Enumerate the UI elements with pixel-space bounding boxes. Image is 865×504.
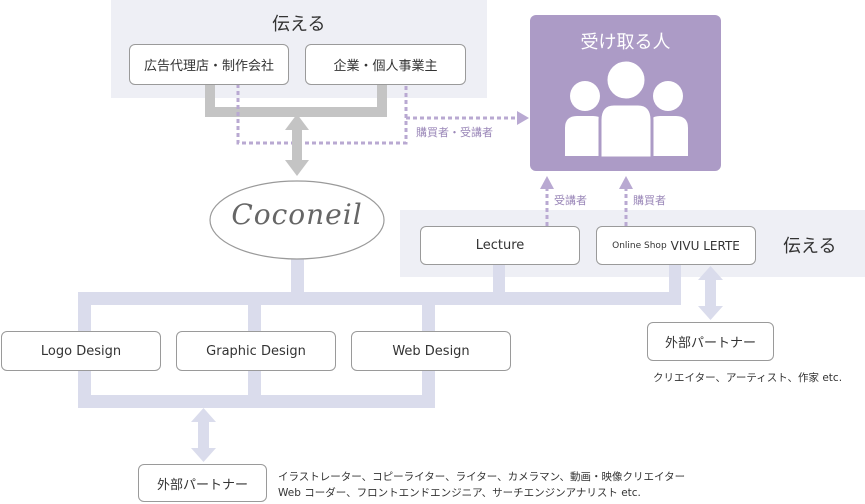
agency-box: 広告代理店・制作会社 [129,44,289,85]
hub-arrow-up [285,114,309,130]
right-partner-arrow-shaft [705,278,716,308]
logo-design-box: Logo Design [1,331,161,371]
company-box: 企業・個人事業主 [305,44,466,85]
purchaser-arrowhead [517,111,529,125]
purchaser-label: 購買者・受講者 [416,126,493,139]
lecture-box: Lecture [420,226,580,265]
student-arrowhead [540,176,554,189]
right-partner-box: 外部パートナー [647,322,774,361]
shop-name: VIVU LERTE [670,238,740,253]
web-design-box: Web Design [351,331,511,371]
hub-arrow-down [285,160,309,176]
design-tree [78,248,681,408]
bottom-partner-arrow-down [191,448,216,462]
hub-arrow-shaft [292,128,302,162]
bottom-partner-arrow-shaft [198,420,209,450]
bottom-partner-box: 外部パートナー [138,464,267,502]
right-partner-desc: クリエイター、アーティスト、作家 etc. [653,372,843,384]
graphic-design-box: Graphic Design [176,331,336,371]
student-label: 受講者 [554,194,587,207]
shop-prefix: Online Shop [612,240,667,251]
online-shop-box: Online Shop VIVU LERTE [596,226,756,265]
top-title: 伝える [272,14,326,35]
bottom-partner-desc-line2: Web コーダー、フロントエンドエンジニア、サーチエンジンアナリスト etc. [278,487,641,499]
people-group-icon [565,58,688,160]
services-title: 伝える [783,236,837,257]
bottom-partner-arrow-up [191,408,216,422]
purchaser-dotted-bracket [236,84,408,145]
buyer-label: 購買者 [633,194,666,207]
right-partner-arrow-down [698,306,723,320]
receiver-title: 受け取る人 [580,32,671,53]
top-bracket [205,84,387,117]
bottom-partner-desc-line1: イラストレーター、コピーライター、ライター、カメラマン、動画・映像クリエイター [278,471,686,483]
buyer-arrowhead [619,176,633,189]
coconeil-ellipse [209,180,385,260]
coconeil-logo: Coconeil [231,198,363,231]
right-partner-arrow-up [698,266,723,280]
